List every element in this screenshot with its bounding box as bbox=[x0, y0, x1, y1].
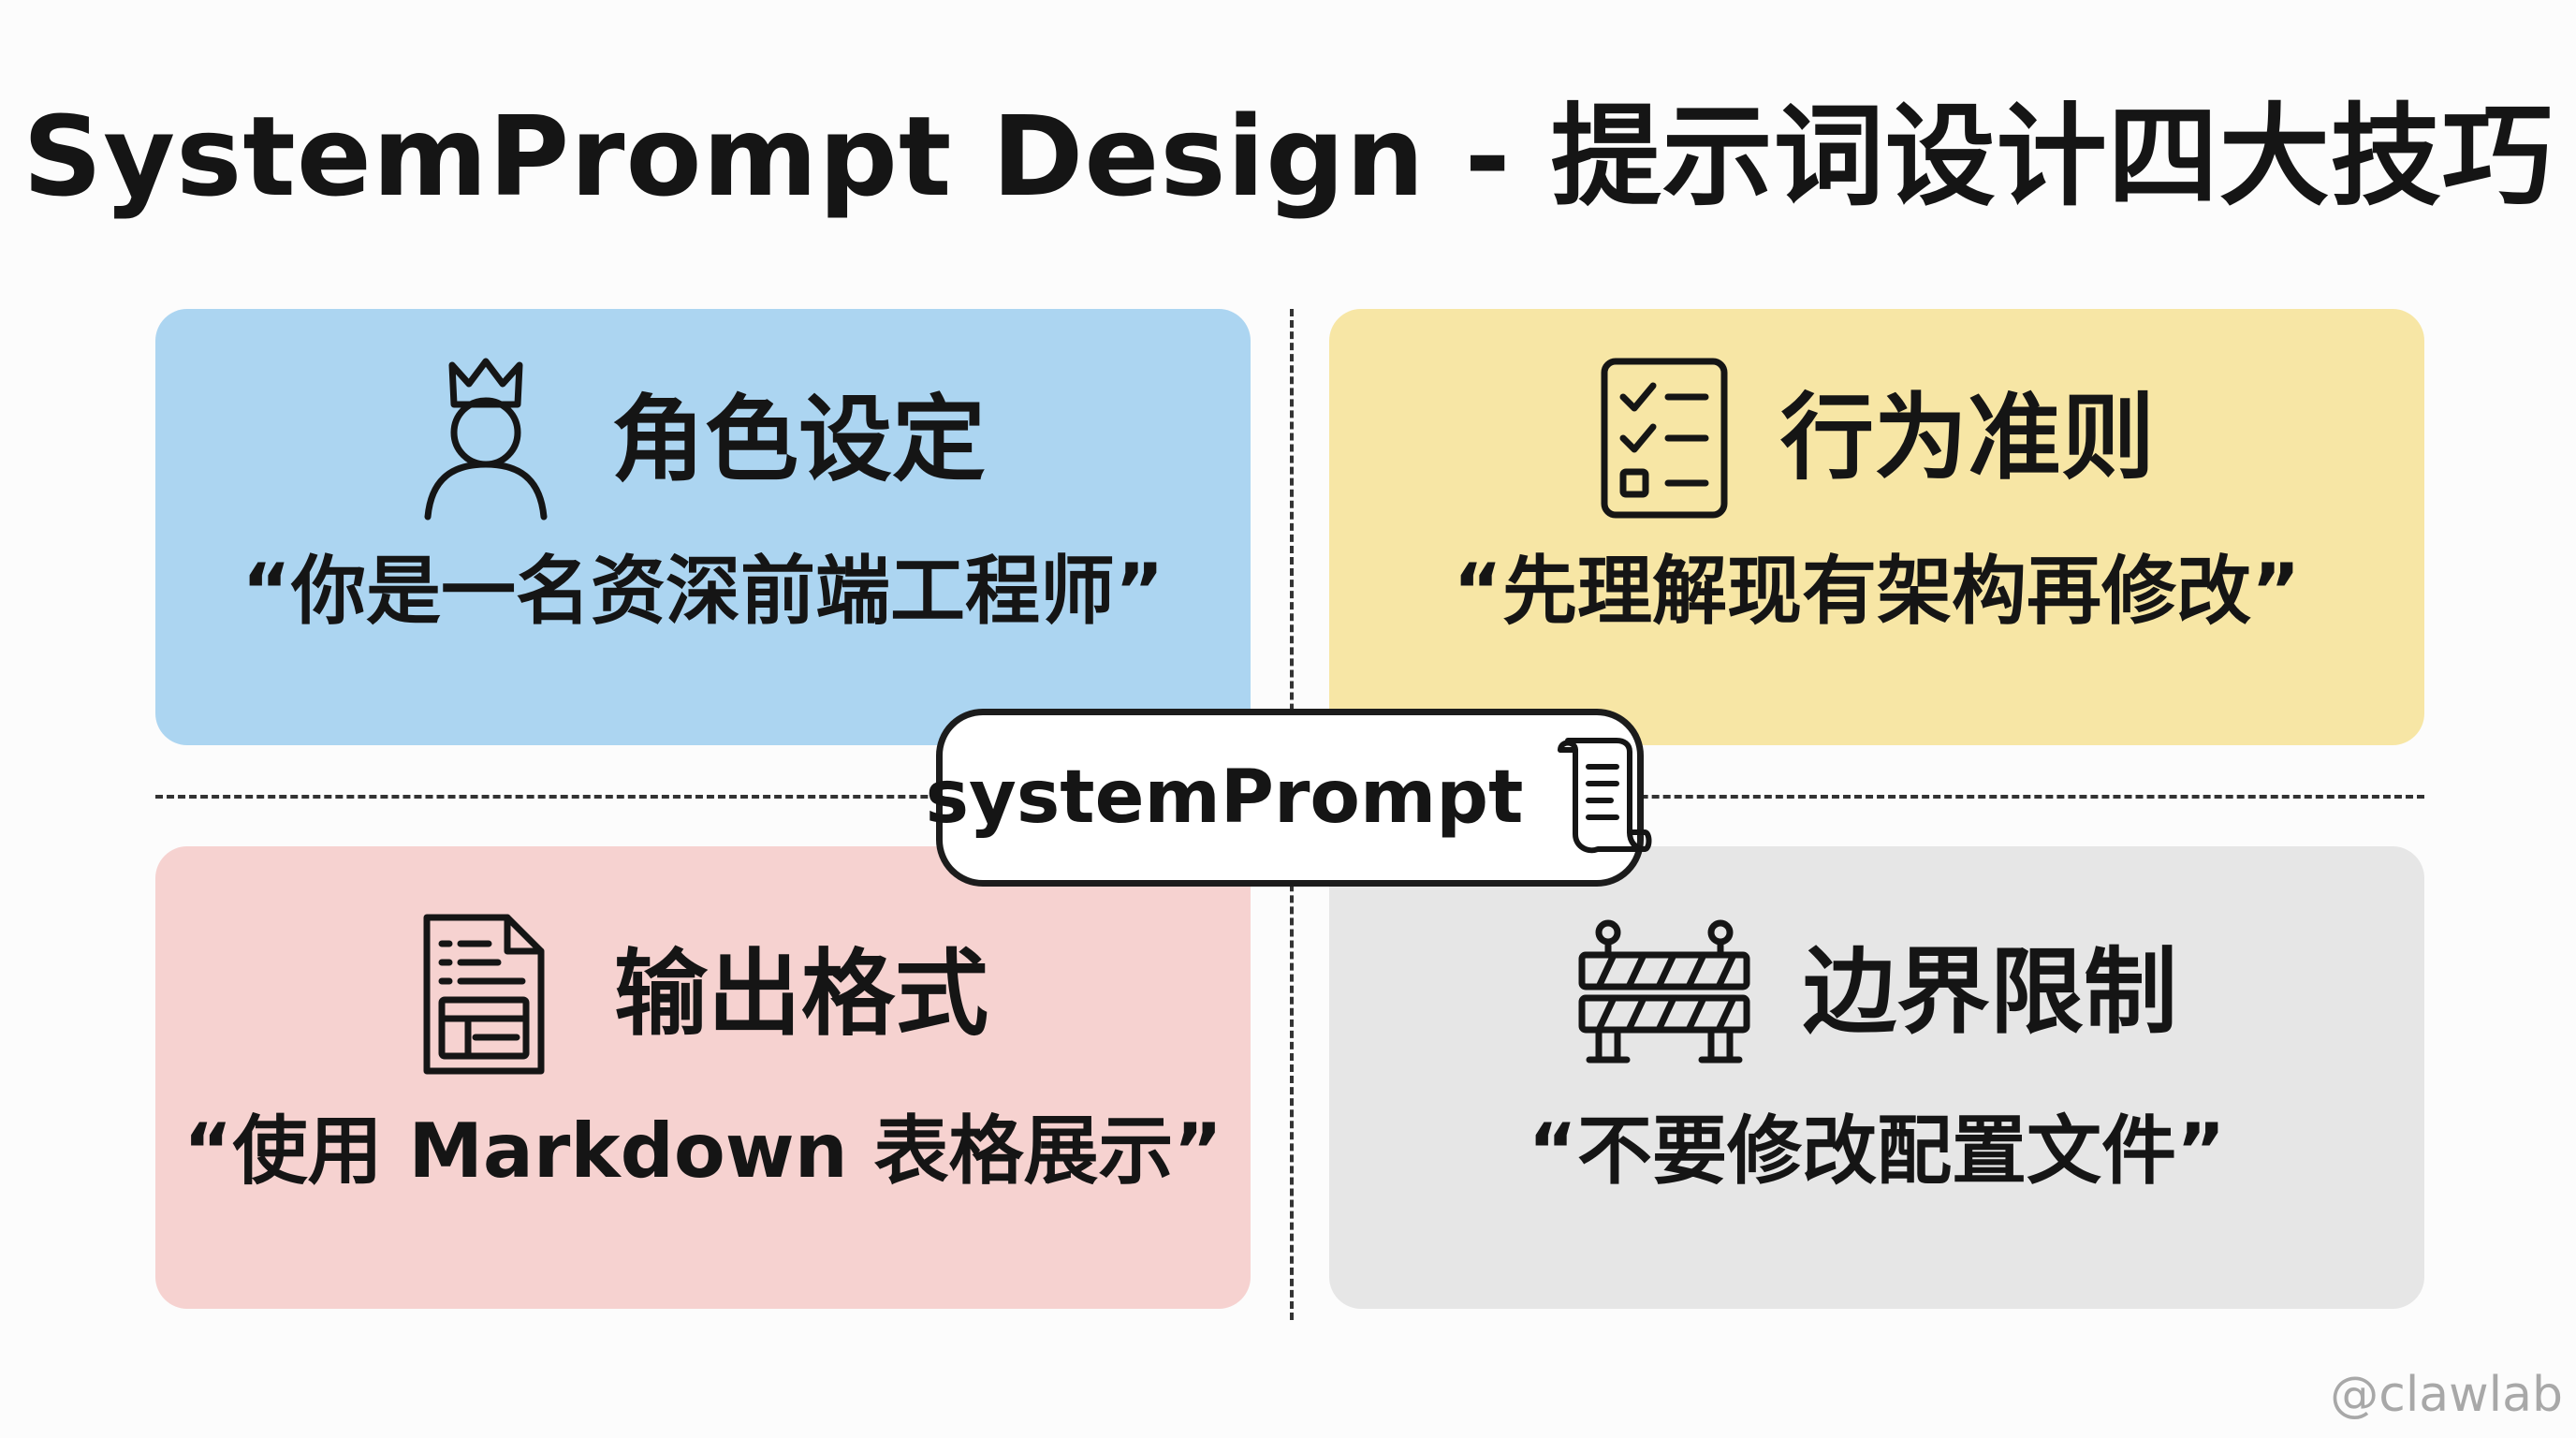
document-format-icon bbox=[417, 912, 549, 1077]
card-role-setting: 角色设定 “你是一名资深前端工程师” bbox=[155, 309, 1251, 745]
card-output-format: 输出格式 “使用 Markdown 表格展示” bbox=[155, 846, 1251, 1309]
barrier-icon bbox=[1576, 917, 1752, 1067]
card-quote: “使用 Markdown 表格展示” bbox=[183, 1108, 1223, 1195]
card-title: 边界限制 bbox=[1803, 937, 2177, 1047]
page-title: SystemPrompt Design - 提示词设计四大技巧 bbox=[22, 92, 2554, 221]
scroll-icon bbox=[1551, 737, 1654, 858]
card-boundary-limits: 边界限制 “不要修改配置文件” bbox=[1329, 846, 2424, 1309]
system-prompt-badge: systemPrompt bbox=[926, 709, 1652, 887]
card-quote: “不要修改配置文件” bbox=[1528, 1108, 2226, 1195]
card-head: 行为准则 bbox=[1329, 356, 2424, 521]
watermark: @clawlab bbox=[2330, 1367, 2563, 1423]
card-behavior-rules: 行为准则 “先理解现有架构再修改” bbox=[1329, 309, 2424, 745]
checklist-icon bbox=[1599, 356, 1730, 521]
system-prompt-label: systemPrompt bbox=[925, 756, 1524, 840]
crowned-person-icon bbox=[420, 356, 551, 524]
card-head: 边界限制 bbox=[1329, 917, 2424, 1067]
card-quote: “你是一名资深前端工程师” bbox=[242, 548, 1164, 635]
card-head: 输出格式 bbox=[155, 912, 1251, 1077]
card-title: 行为准则 bbox=[1780, 383, 2155, 492]
card-title: 输出格式 bbox=[614, 939, 988, 1049]
card-title: 角色设定 bbox=[611, 385, 986, 494]
card-quote: “先理解现有架构再修改” bbox=[1453, 548, 2301, 635]
card-head: 角色设定 bbox=[155, 356, 1251, 524]
